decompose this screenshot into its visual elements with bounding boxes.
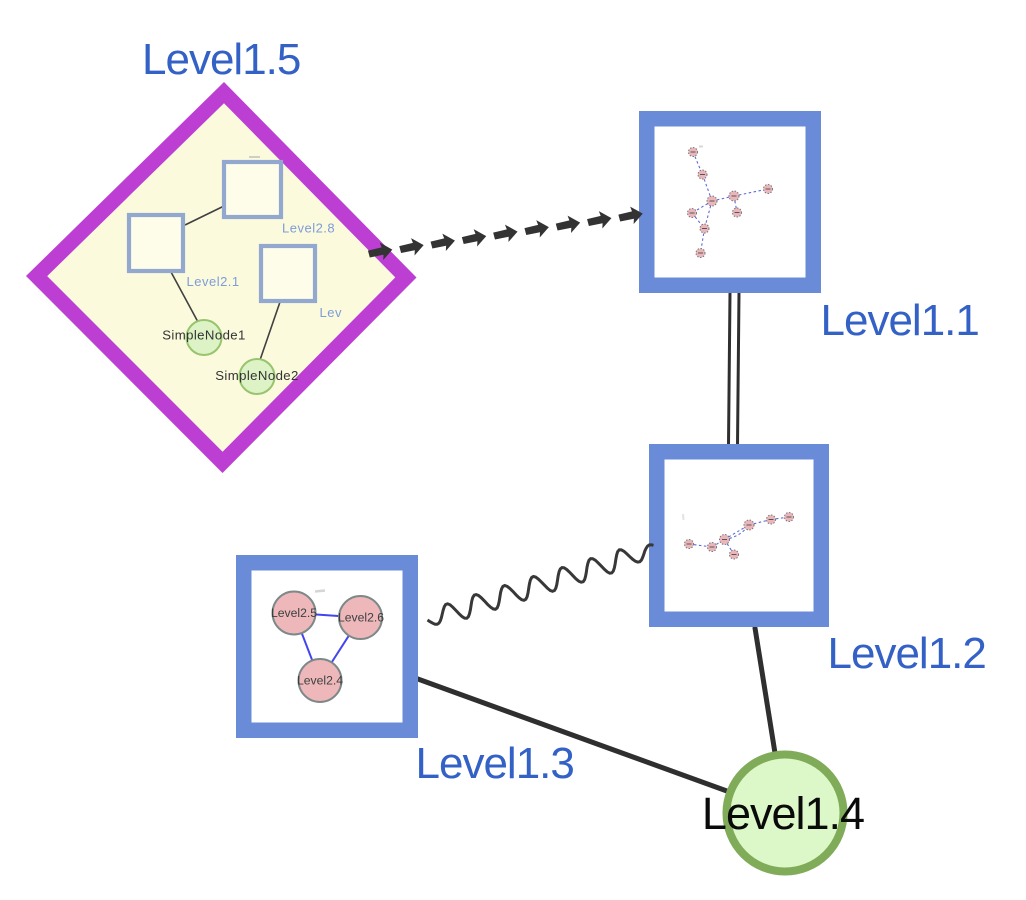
svg-text:Level2.6: Level2.6 (338, 611, 384, 625)
svg-text:Level1.5: Level1.5 (142, 35, 300, 84)
svg-text:Level1.1: Level1.1 (821, 296, 979, 345)
svg-text:Level2.8: Level2.8 (282, 221, 335, 236)
svg-text:Level1.2: Level1.2 (828, 629, 986, 678)
svg-text:Level1.3: Level1.3 (416, 739, 574, 788)
svg-text:Lev: Lev (320, 305, 342, 320)
svg-text:Level2.4: Level2.4 (297, 674, 343, 688)
svg-text:SimpleNode2: SimpleNode2 (215, 368, 299, 383)
svg-text:SimpleNode1: SimpleNode1 (162, 328, 246, 343)
svg-text:Level2.5: Level2.5 (271, 606, 317, 620)
svg-text:Level2.1: Level2.1 (187, 274, 240, 289)
svg-text:Level1.4: Level1.4 (702, 788, 864, 839)
